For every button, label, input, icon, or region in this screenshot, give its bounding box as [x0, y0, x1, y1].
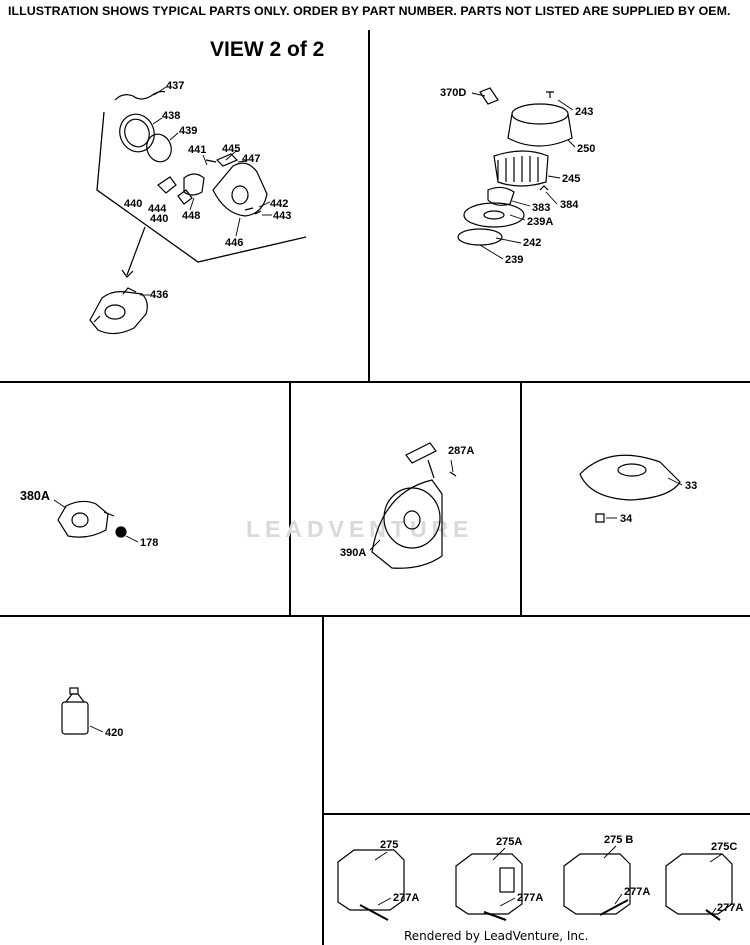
- callout-438[interactable]: 438: [162, 110, 181, 122]
- callout-448[interactable]: 448: [182, 210, 201, 222]
- callout-275a[interactable]: 275A: [496, 836, 523, 848]
- callout-443[interactable]: 443: [273, 210, 292, 222]
- callout-384[interactable]: 384: [560, 199, 579, 211]
- divider-v-bottom: [322, 615, 324, 945]
- callout-275b[interactable]: 275 B: [604, 834, 634, 846]
- callout-442[interactable]: 442: [270, 198, 289, 210]
- callout-239a[interactable]: 239A: [527, 216, 554, 228]
- mufflers-drawing: [337, 849, 733, 921]
- callout-34[interactable]: 34: [620, 513, 633, 525]
- leader-lines: [53, 86, 723, 915]
- base-plate-drawing: [579, 454, 681, 523]
- view-title: VIEW 2 of 2: [210, 38, 325, 61]
- watermark: LEADVENTURE: [246, 516, 474, 542]
- callout-390a[interactable]: 390A: [340, 547, 367, 559]
- callout-277a-3[interactable]: 277A: [624, 886, 651, 898]
- rendered-by-credit: Rendered by LeadVenture, Inc.: [404, 929, 589, 943]
- air-cleaner-group: [457, 87, 573, 246]
- carburetor-exploded-group: [89, 90, 307, 335]
- rewind-starter-drawing: [371, 442, 457, 569]
- callout-440-lower[interactable]: 440: [150, 213, 169, 225]
- callout-370d[interactable]: 370D: [440, 87, 467, 99]
- divider-h-1: [0, 381, 750, 383]
- callout-33[interactable]: 33: [685, 480, 698, 492]
- callout-444[interactable]: 444: [148, 203, 167, 215]
- callout-277a-4[interactable]: 277A: [717, 902, 744, 914]
- callout-446[interactable]: 446: [225, 237, 244, 249]
- callout-437[interactable]: 437: [166, 80, 185, 92]
- divider-v-mid-2: [520, 381, 522, 616]
- callout-243[interactable]: 243: [575, 106, 594, 118]
- divider-h-2: [0, 615, 750, 617]
- callout-420[interactable]: 420: [105, 727, 124, 739]
- oil-bottle-drawing: [61, 687, 89, 735]
- divider-h-3: [322, 813, 750, 815]
- callout-239[interactable]: 239: [505, 254, 524, 266]
- callout-277a-2[interactable]: 277A: [517, 892, 544, 904]
- callout-242[interactable]: 242: [523, 237, 542, 249]
- callout-380a[interactable]: 380A: [20, 489, 50, 503]
- callout-445[interactable]: 445: [222, 143, 241, 155]
- callout-178[interactable]: 178: [140, 537, 159, 549]
- parts-notice: ILLUSTRATION SHOWS TYPICAL PARTS ONLY. O…: [8, 4, 731, 18]
- callout-439[interactable]: 439: [179, 125, 198, 137]
- callout-447[interactable]: 447: [242, 153, 261, 165]
- callout-441[interactable]: 441: [188, 144, 207, 156]
- callout-275[interactable]: 275: [380, 839, 399, 851]
- callout-436[interactable]: 436: [150, 289, 169, 301]
- divider-v-mid-1: [289, 381, 291, 616]
- divider-v-top: [368, 30, 370, 382]
- callout-250[interactable]: 250: [577, 143, 596, 155]
- callout-287a[interactable]: 287A: [448, 445, 475, 457]
- callout-383[interactable]: 383: [532, 202, 551, 214]
- callout-277a-1[interactable]: 277A: [393, 892, 420, 904]
- callout-275c[interactable]: 275C: [711, 841, 738, 853]
- callout-440-upper[interactable]: 440: [124, 198, 143, 210]
- carburetor-380a-drawing: [57, 500, 127, 538]
- callout-245[interactable]: 245: [562, 173, 581, 185]
